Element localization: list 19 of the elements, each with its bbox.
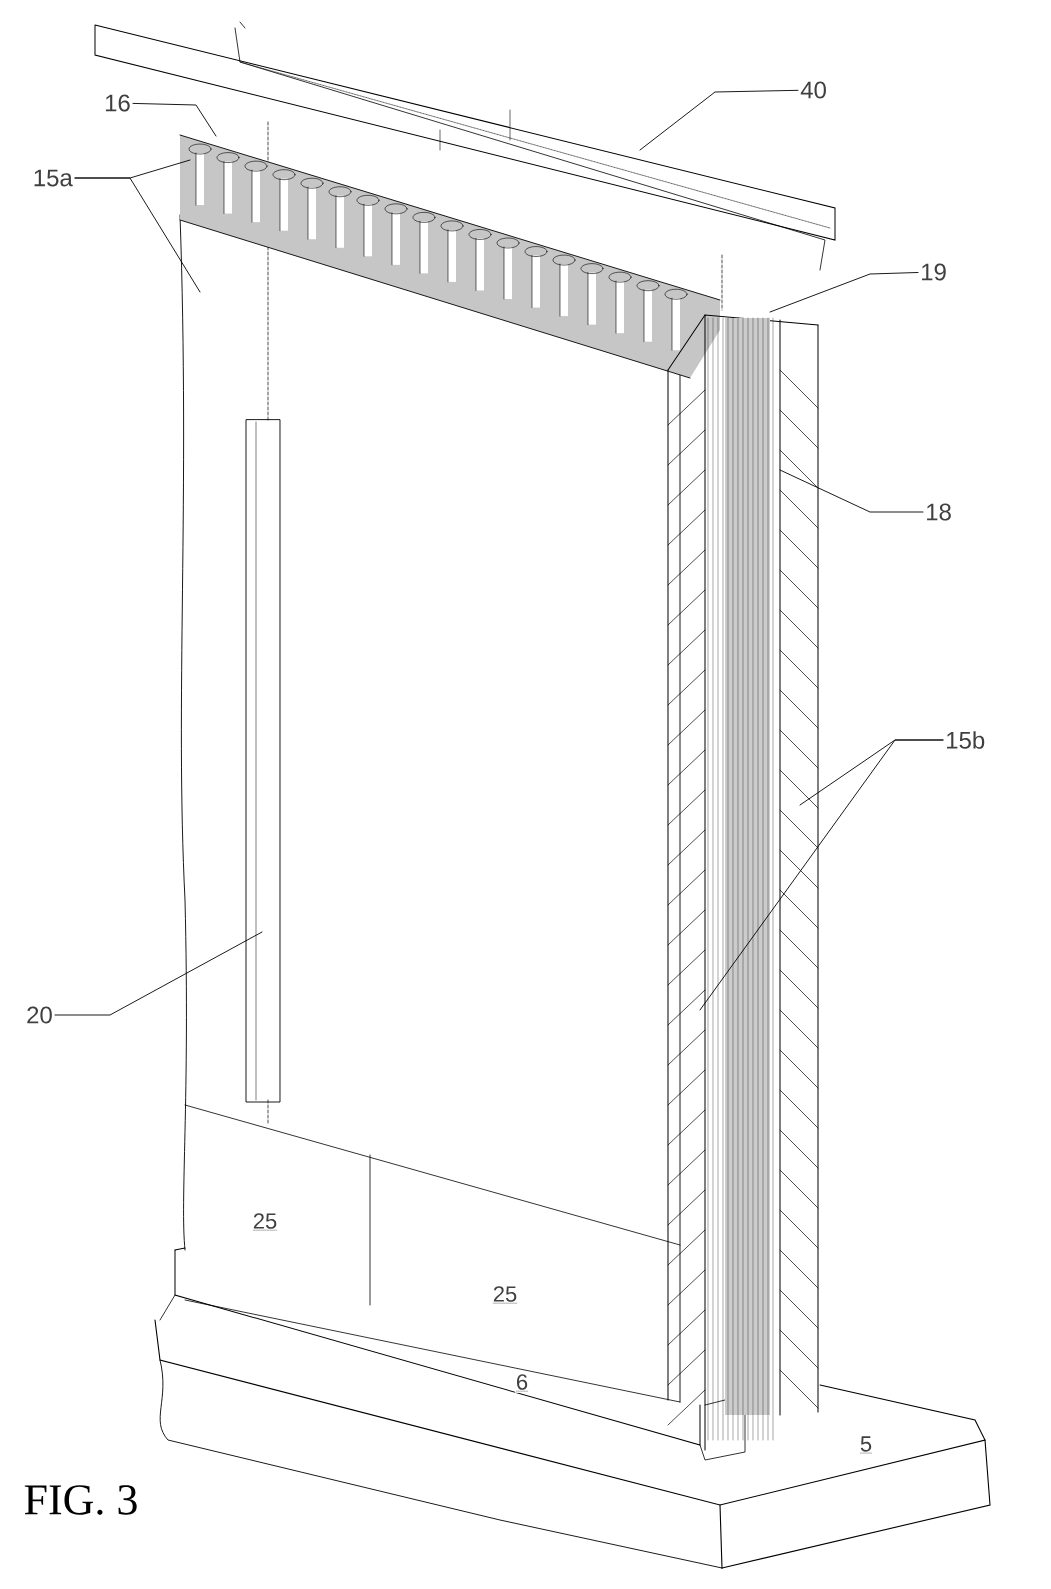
leader-line [132,102,217,137]
leader-line [769,272,919,313]
callout-number: 19 [922,263,946,281]
part-number: 25 [251,1212,279,1232]
callout-number: 18 [927,503,951,521]
leader-line [639,89,799,151]
leader-line [54,931,263,1016]
figure-caption: FIG. 3 [24,1485,137,1515]
callout-number: 15b [947,731,985,749]
callout-number: 15a [34,169,73,187]
part-number: 6 [514,1373,530,1393]
callout-number: 40 [800,81,826,99]
part-number: 5 [858,1435,874,1455]
part-number: 25 [491,1285,519,1305]
leader-line [779,469,924,513]
leader-line [74,177,201,293]
callout-number: 16 [105,94,130,112]
callout-number: 20 [27,1006,52,1024]
leader-line [699,739,944,1011]
